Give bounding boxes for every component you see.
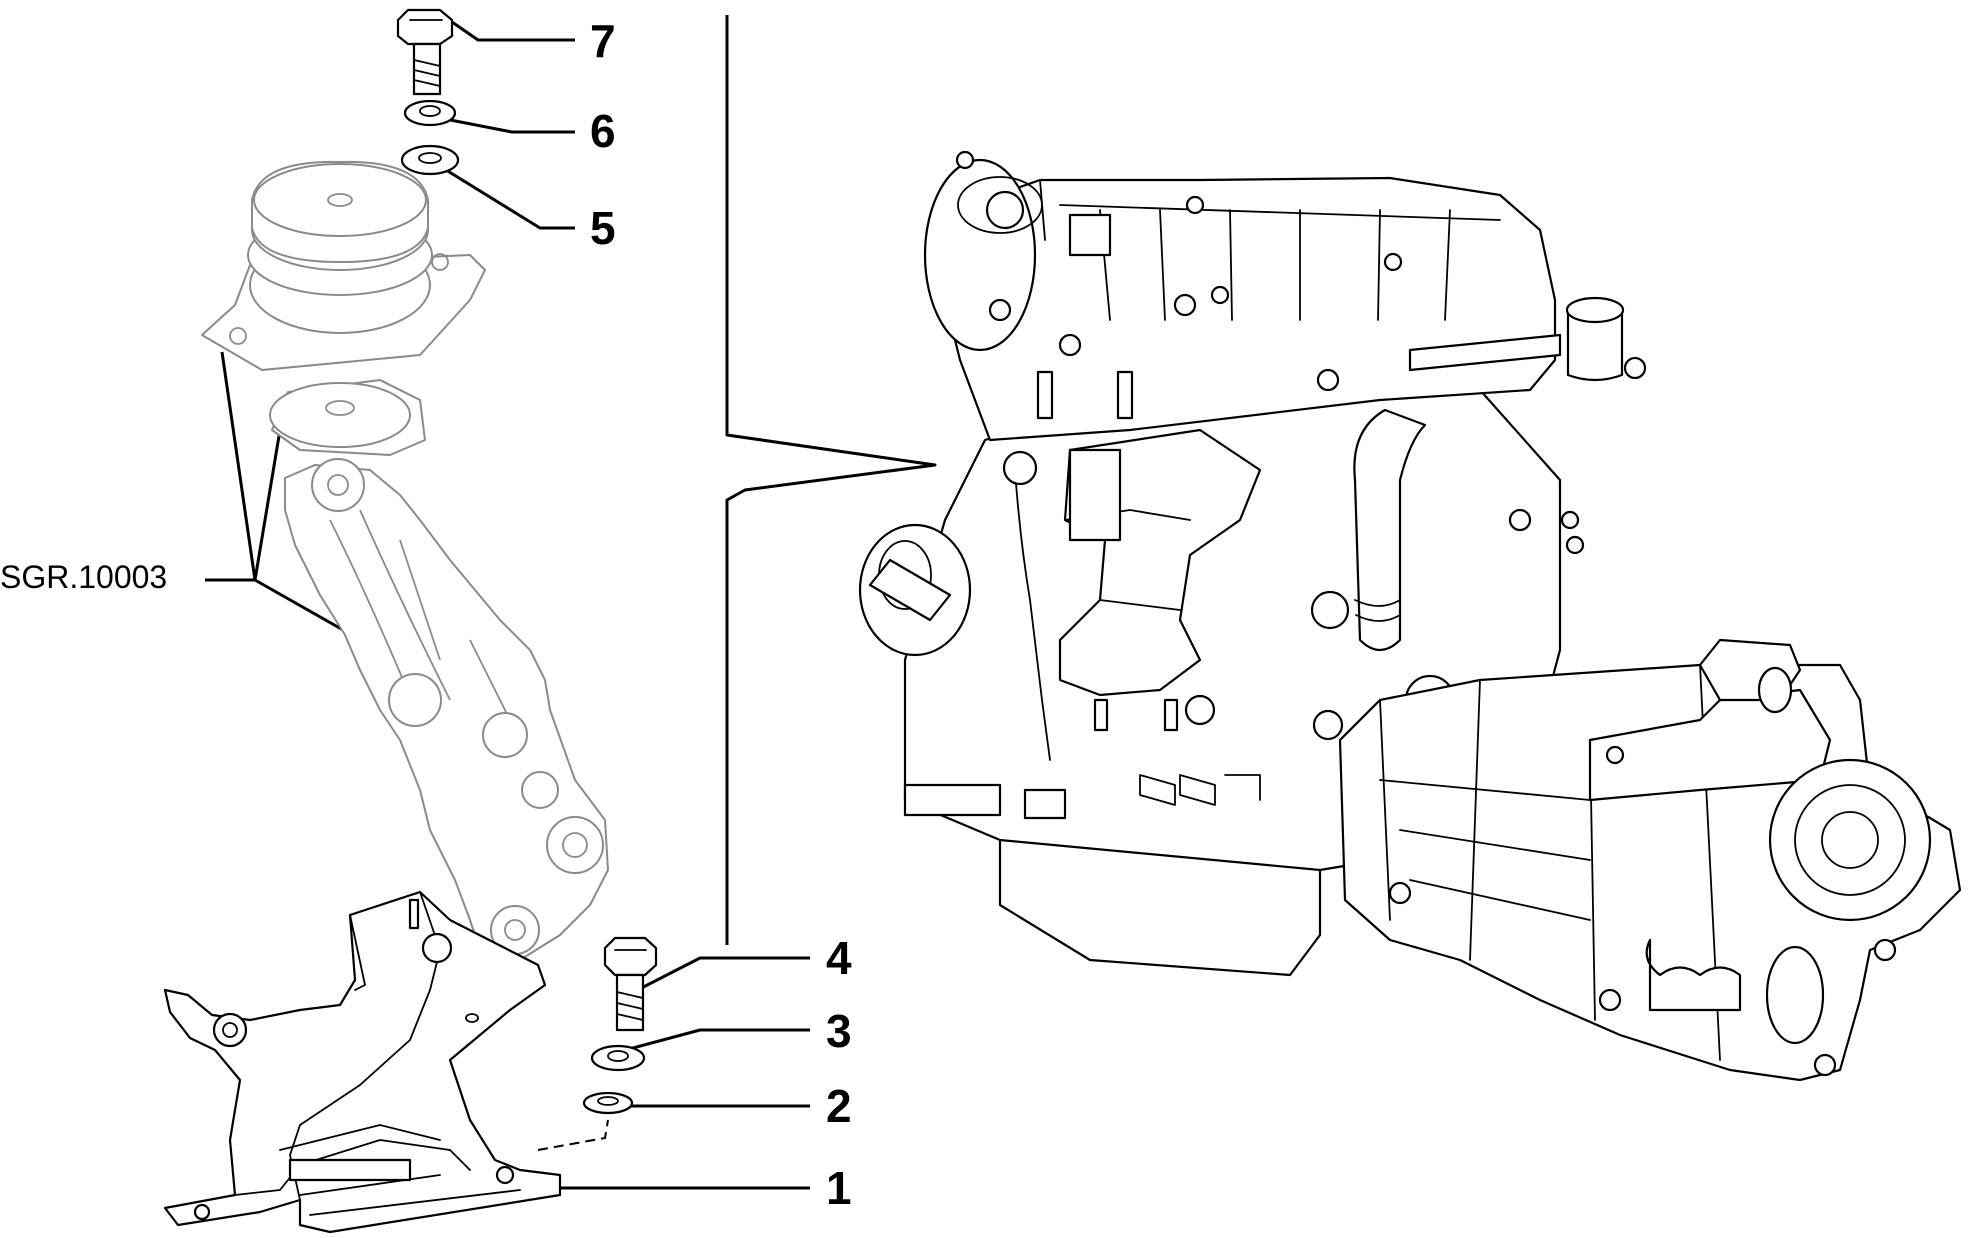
bolt-7 <box>396 8 454 96</box>
washer-5 <box>400 144 460 176</box>
callout-3: 3 <box>826 1005 852 1057</box>
leader-7 <box>451 20 575 42</box>
leader-sgr <box>205 351 353 637</box>
callout-1: 1 <box>826 1162 852 1214</box>
engine-assembly <box>858 150 1962 1082</box>
reference-label-sgr: SGR.10003 <box>0 559 168 595</box>
callout-4: 4 <box>826 932 852 984</box>
bracket-1 <box>163 890 562 1234</box>
bolt-4 <box>603 936 658 1032</box>
leader-3 <box>617 1028 810 1054</box>
callout-5: 5 <box>590 202 616 254</box>
leader-lines <box>205 15 937 1190</box>
dashed-hole-guide <box>537 1119 609 1151</box>
washer-3 <box>590 1044 646 1072</box>
callout-6: 6 <box>590 105 616 157</box>
callout-2: 2 <box>826 1080 852 1132</box>
washer-2 <box>582 1091 634 1115</box>
leader-6 <box>439 116 575 134</box>
rubber-mount-reference <box>201 160 486 456</box>
leader-4 <box>621 956 810 1000</box>
washer-6 <box>403 99 457 127</box>
leader-5 <box>437 163 575 230</box>
assembly-bracket-line <box>725 15 937 945</box>
callout-7: 7 <box>590 15 616 67</box>
mount-arm-reference <box>284 458 609 961</box>
